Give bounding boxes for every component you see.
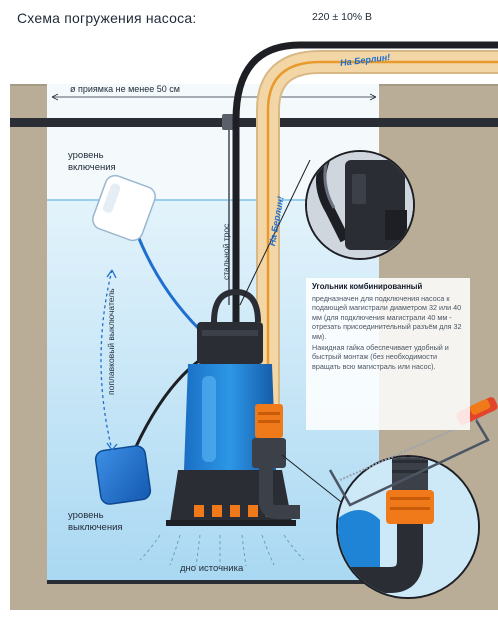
pit-bottom [47, 580, 379, 584]
level-off-line-2: выключения [68, 522, 123, 533]
fitting-info-paragraph-1: предназначен для подключения насоса к по… [312, 293, 462, 341]
fitting-info-box: Угольник комбинированный предназначен дл… [306, 278, 470, 430]
level-on-label: уровень включения [68, 150, 116, 174]
float-switch-upper-icon [92, 174, 230, 332]
float-switch-label: поплавковый выключатель [106, 288, 116, 395]
fitting-info-heading: Угольник комбинированный [312, 282, 423, 291]
power-cable [232, 41, 498, 330]
outlet-fitting [252, 404, 300, 519]
discharge-hose [256, 50, 498, 410]
pit-width-label: ø приямка не менее 50 см [70, 84, 180, 94]
level-on-line-2: включения [68, 162, 116, 173]
source-bottom-label: дно источника [180, 563, 244, 574]
level-off-label: уровень выключения [68, 510, 123, 534]
float-range-arrow [100, 269, 113, 451]
float-switch-lower-icon [94, 348, 231, 505]
pit-width-dimension [51, 93, 377, 101]
fitting-info-paragraph-2: Накидная гайка обеспечивает удобный и бы… [312, 342, 449, 371]
water-inflow [139, 534, 305, 567]
steel-rope-label: стальной трос [221, 223, 231, 280]
diagram-title: Схема погружения насоса: [17, 10, 197, 26]
zoom-leaders [239, 159, 346, 506]
voltage-label: 220 ± 10% В [312, 11, 373, 23]
level-on-line-1: уровень [68, 150, 104, 161]
level-off-line-1: уровень [68, 510, 104, 521]
